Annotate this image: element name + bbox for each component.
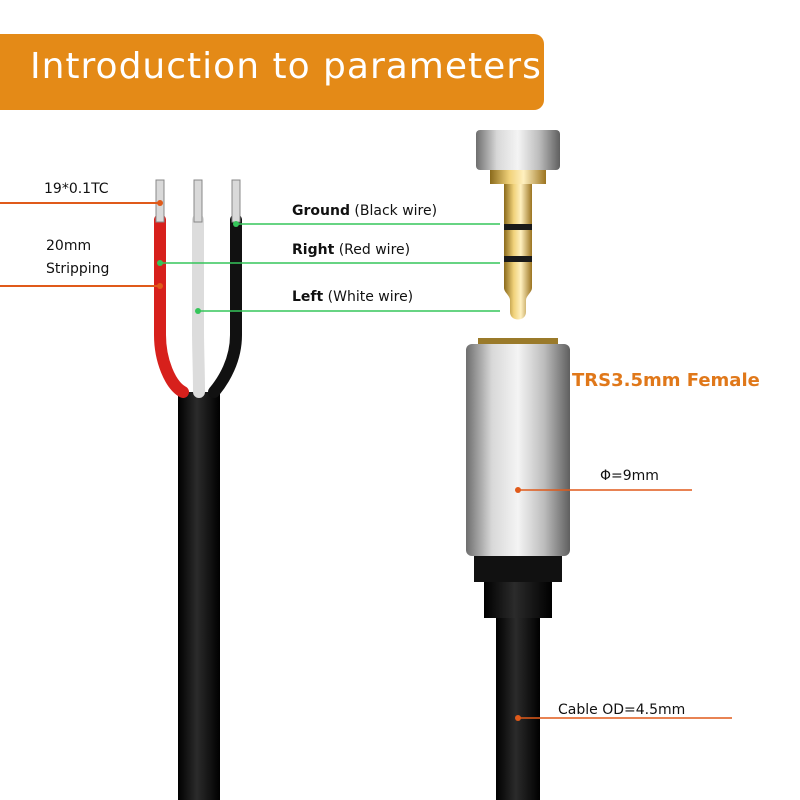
diameter-label: Φ=9mm bbox=[600, 468, 659, 484]
left-label: Left (White wire) bbox=[292, 289, 413, 305]
left-name: Left bbox=[292, 289, 324, 305]
strand-label: 19*0.1TC bbox=[44, 181, 109, 197]
plug-collar bbox=[490, 170, 546, 184]
bare-conductor-black bbox=[231, 179, 241, 223]
ground-label: Ground (Black wire) bbox=[292, 203, 437, 219]
connector-type-label: TRS3.5mm Female bbox=[572, 370, 760, 391]
trs-plug bbox=[476, 130, 560, 320]
title-banner: Introduction to parameters bbox=[0, 34, 544, 110]
ground-desc: (Black wire) bbox=[354, 203, 438, 219]
ground-name: Ground bbox=[292, 203, 350, 219]
right-label: Right (Red wire) bbox=[292, 242, 410, 258]
female-housing bbox=[466, 344, 570, 556]
cable-od-label: Cable OD=4.5mm bbox=[558, 702, 686, 718]
female-boot bbox=[484, 582, 552, 618]
female-boot-ring bbox=[474, 556, 562, 582]
plug-sleeve bbox=[504, 184, 532, 224]
cable-jacket-right bbox=[496, 618, 540, 800]
stripping-length-label: 20mm bbox=[46, 238, 92, 254]
callout-lines bbox=[0, 200, 732, 721]
right-desc: (Red wire) bbox=[338, 242, 411, 258]
stripped-cable bbox=[154, 179, 242, 800]
left-desc: (White wire) bbox=[327, 289, 414, 305]
red-wire bbox=[154, 214, 189, 398]
plug-ring bbox=[504, 230, 532, 256]
right-name: Right bbox=[292, 242, 335, 258]
page-title: Introduction to parameters bbox=[30, 46, 542, 87]
black-wire bbox=[208, 214, 242, 398]
plug-tip bbox=[504, 262, 532, 320]
trs-female-connector bbox=[466, 338, 570, 800]
plug-housing bbox=[476, 130, 560, 170]
stripping-label: Stripping bbox=[46, 261, 110, 277]
white-wire bbox=[192, 214, 205, 398]
bare-conductor-white bbox=[193, 179, 203, 223]
cable-jacket-left bbox=[178, 392, 220, 800]
